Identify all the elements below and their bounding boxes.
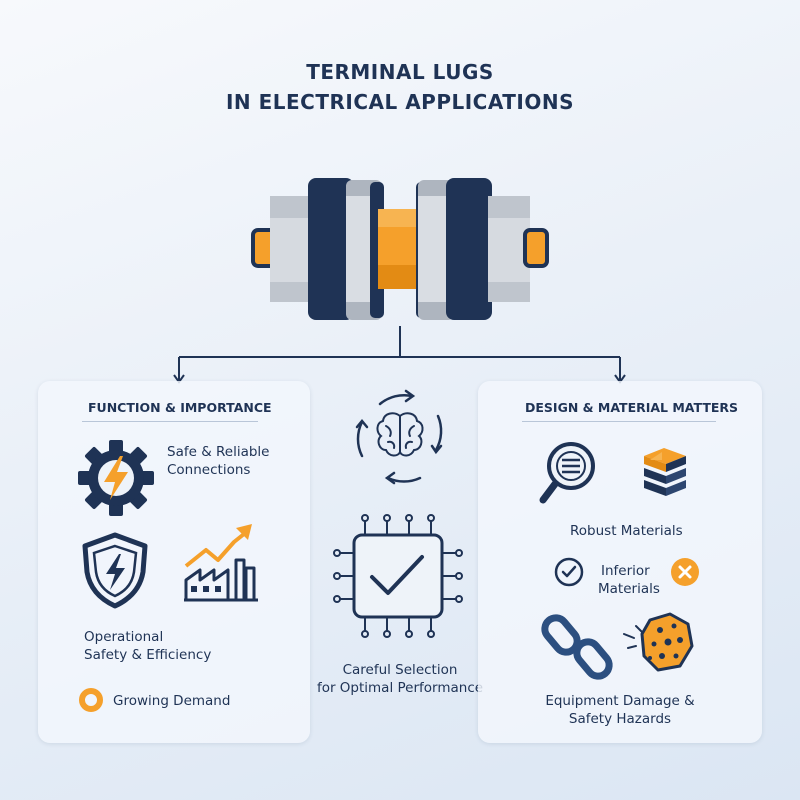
gear-lightning-icon bbox=[78, 440, 154, 516]
magnifier-icon bbox=[539, 442, 595, 504]
design-material-heading: DESIGN & MATERIAL MATTERS bbox=[525, 400, 739, 415]
function-importance-heading: FUNCTION & IMPORTANCE bbox=[88, 400, 272, 415]
safe-reliable-line-1: Safe & Reliable bbox=[167, 444, 270, 460]
broken-chain-icon bbox=[541, 614, 613, 680]
chip-check-icon bbox=[333, 514, 463, 638]
heading-underline-right bbox=[522, 421, 716, 422]
damage-line-1: Equipment Damage & bbox=[545, 693, 695, 709]
x-circle-icon bbox=[671, 558, 699, 586]
careful-selection-line-1: Careful Selection bbox=[342, 662, 458, 678]
check-circle-icon bbox=[554, 557, 584, 587]
inferior-line-2: Materials bbox=[598, 581, 660, 597]
title-line-2: IN ELECTRICAL APPLICATIONS bbox=[225, 90, 575, 114]
orange-ring-icon bbox=[79, 688, 103, 712]
corroded-material-icon bbox=[623, 612, 694, 672]
material-layers-icon bbox=[644, 448, 686, 496]
heading-underline bbox=[82, 421, 258, 422]
operational-line-1: Operational bbox=[84, 629, 164, 645]
design-material-panel bbox=[478, 381, 762, 743]
operational-line-2: Safety & Efficiency bbox=[84, 647, 212, 663]
function-importance-panel bbox=[38, 381, 310, 743]
growing-demand-label: Growing Demand bbox=[113, 693, 231, 709]
title-line-1: TERMINAL LUGS bbox=[306, 60, 494, 84]
damage-line-2: Safety Hazards bbox=[568, 711, 672, 727]
shield-lightning-icon bbox=[82, 532, 148, 609]
brain-cycle-icon bbox=[355, 389, 443, 485]
factory-growth-icon bbox=[184, 524, 258, 602]
inferior-line-1: Inferior bbox=[601, 563, 650, 579]
careful-selection-line-2: for Optimal Performance bbox=[316, 680, 484, 696]
robust-materials-label: Robust Materials bbox=[570, 523, 683, 539]
safe-reliable-line-2: Connections bbox=[167, 462, 251, 478]
